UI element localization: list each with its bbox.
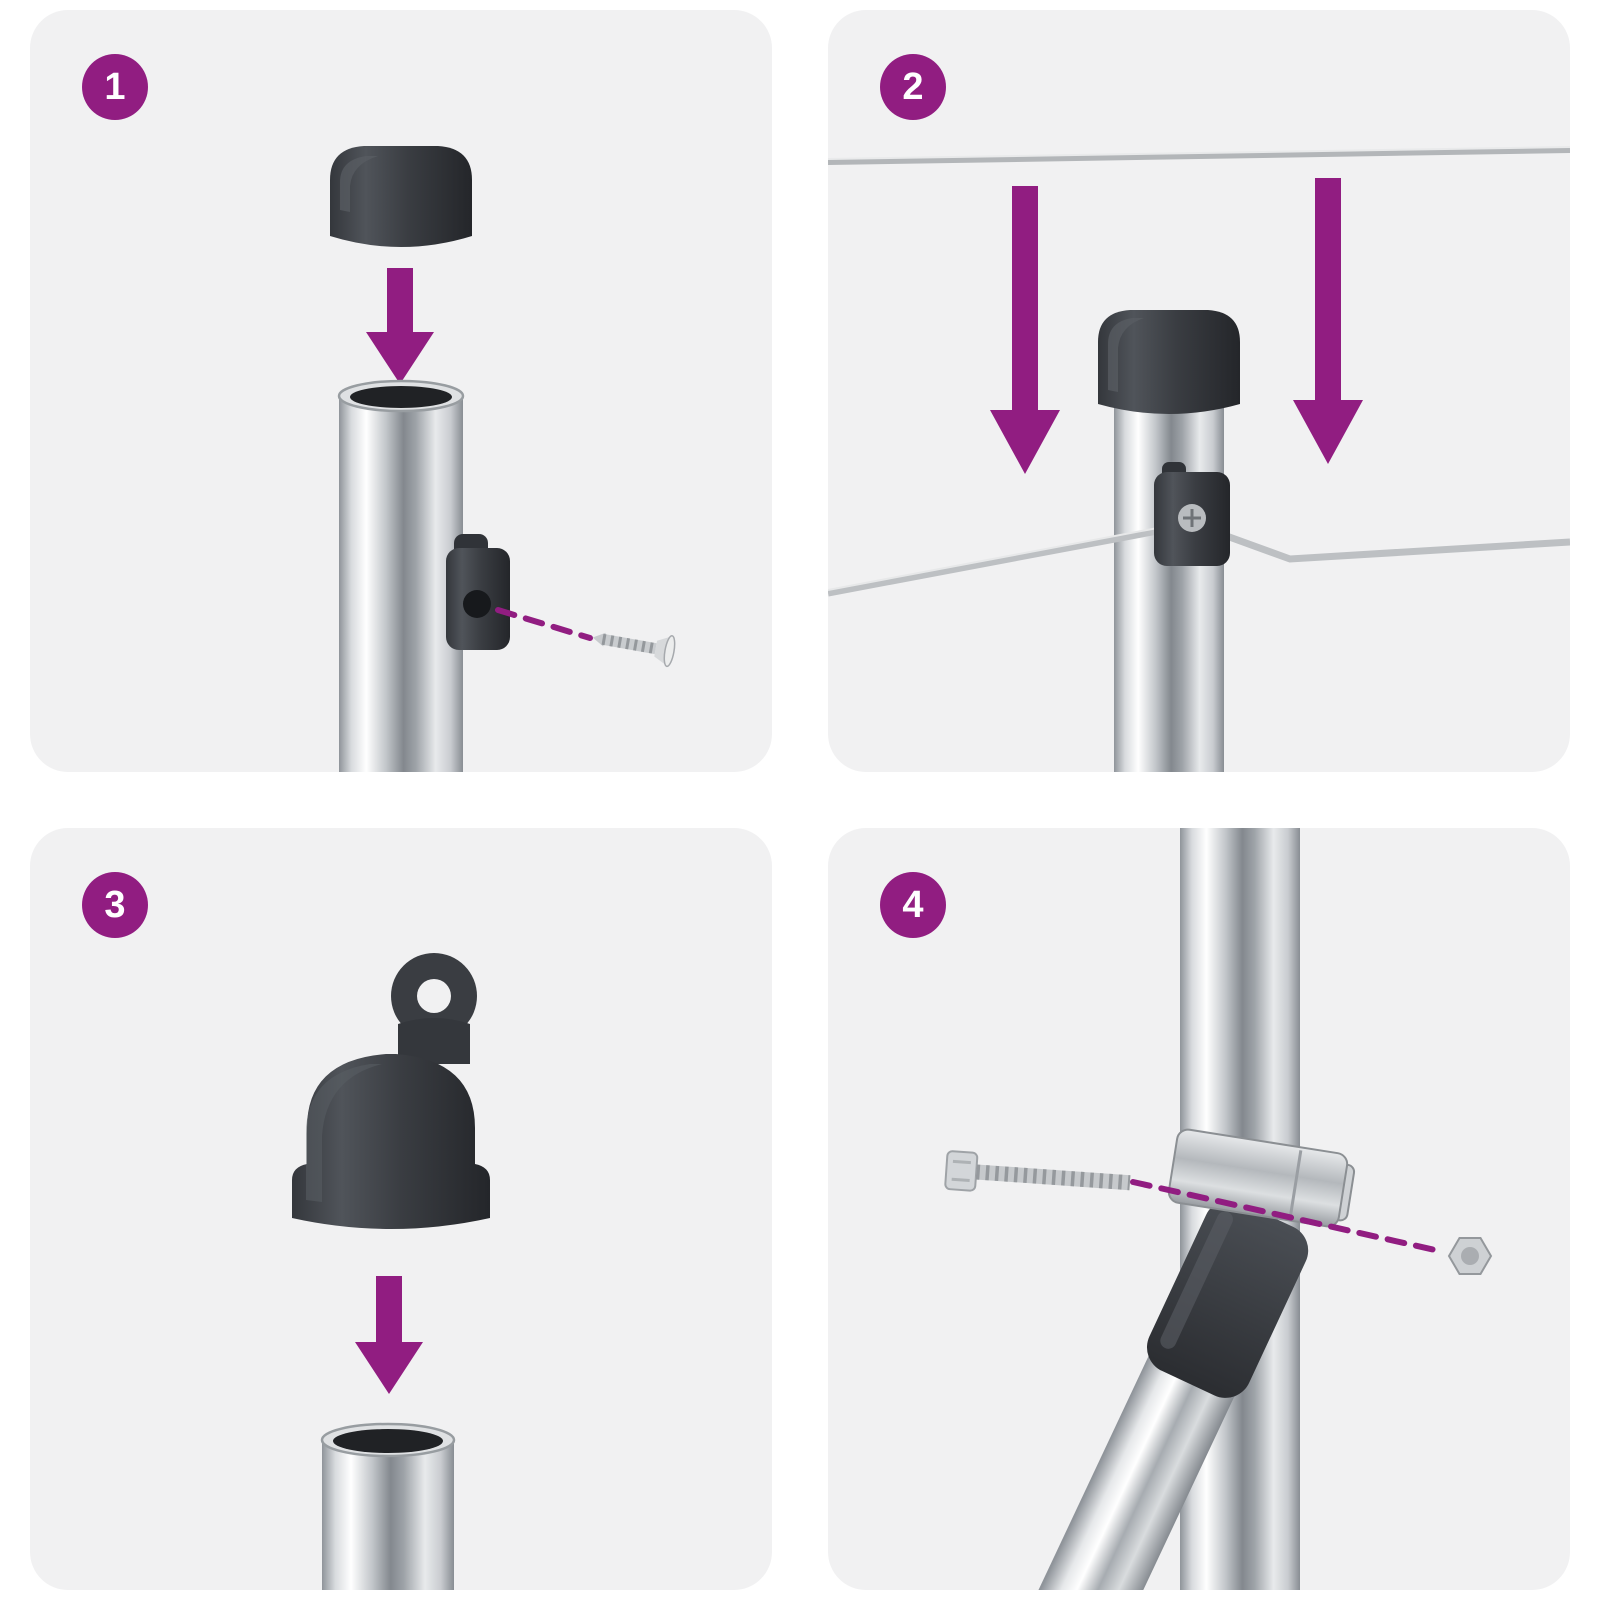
step-3-number: 3 [104,884,126,926]
post-icon [320,1422,456,1590]
step-1-panel: 1 [30,10,772,772]
end-cap-icon [1098,310,1240,414]
step-2-number: 2 [902,66,924,108]
screw-guide-line [495,607,593,641]
step-1-badge: 1 [82,54,148,120]
brace-connector-icon [1146,1199,1309,1398]
step-4-badge: 4 [880,872,946,938]
step-3-panel: 3 [30,828,772,1590]
arrow-down-icon [366,268,434,384]
step-2-panel: 2 [828,10,1570,772]
step-3-badge: 3 [82,872,148,938]
nut-icon [1447,1237,1493,1275]
end-cap-icon [330,146,472,247]
post-icon [1114,400,1224,772]
clamp-icon [1167,1128,1356,1228]
step-1-illustration [330,146,676,772]
wire-clip-icon [446,534,510,650]
step-2-badge: 2 [880,54,946,120]
bolt-guide-line [1130,1179,1447,1255]
arrow-down-left-icon [990,186,1060,474]
wire-clip-icon [1154,462,1230,566]
step-3-illustration [292,953,490,1590]
step-2-illustration [828,146,1570,772]
step-1-number: 1 [104,66,126,108]
step-4-number: 4 [902,884,924,926]
screw-icon [592,632,676,668]
top-wire [828,146,1570,165]
arrow-down-icon [355,1276,423,1394]
step-4-panel: 4 [828,828,1570,1590]
post-icon [337,379,465,772]
bolt-icon [944,1150,1131,1192]
step-4-illustration [944,828,1493,1590]
arrow-down-right-icon [1293,178,1363,464]
eyelet-cap-icon [292,953,490,1229]
